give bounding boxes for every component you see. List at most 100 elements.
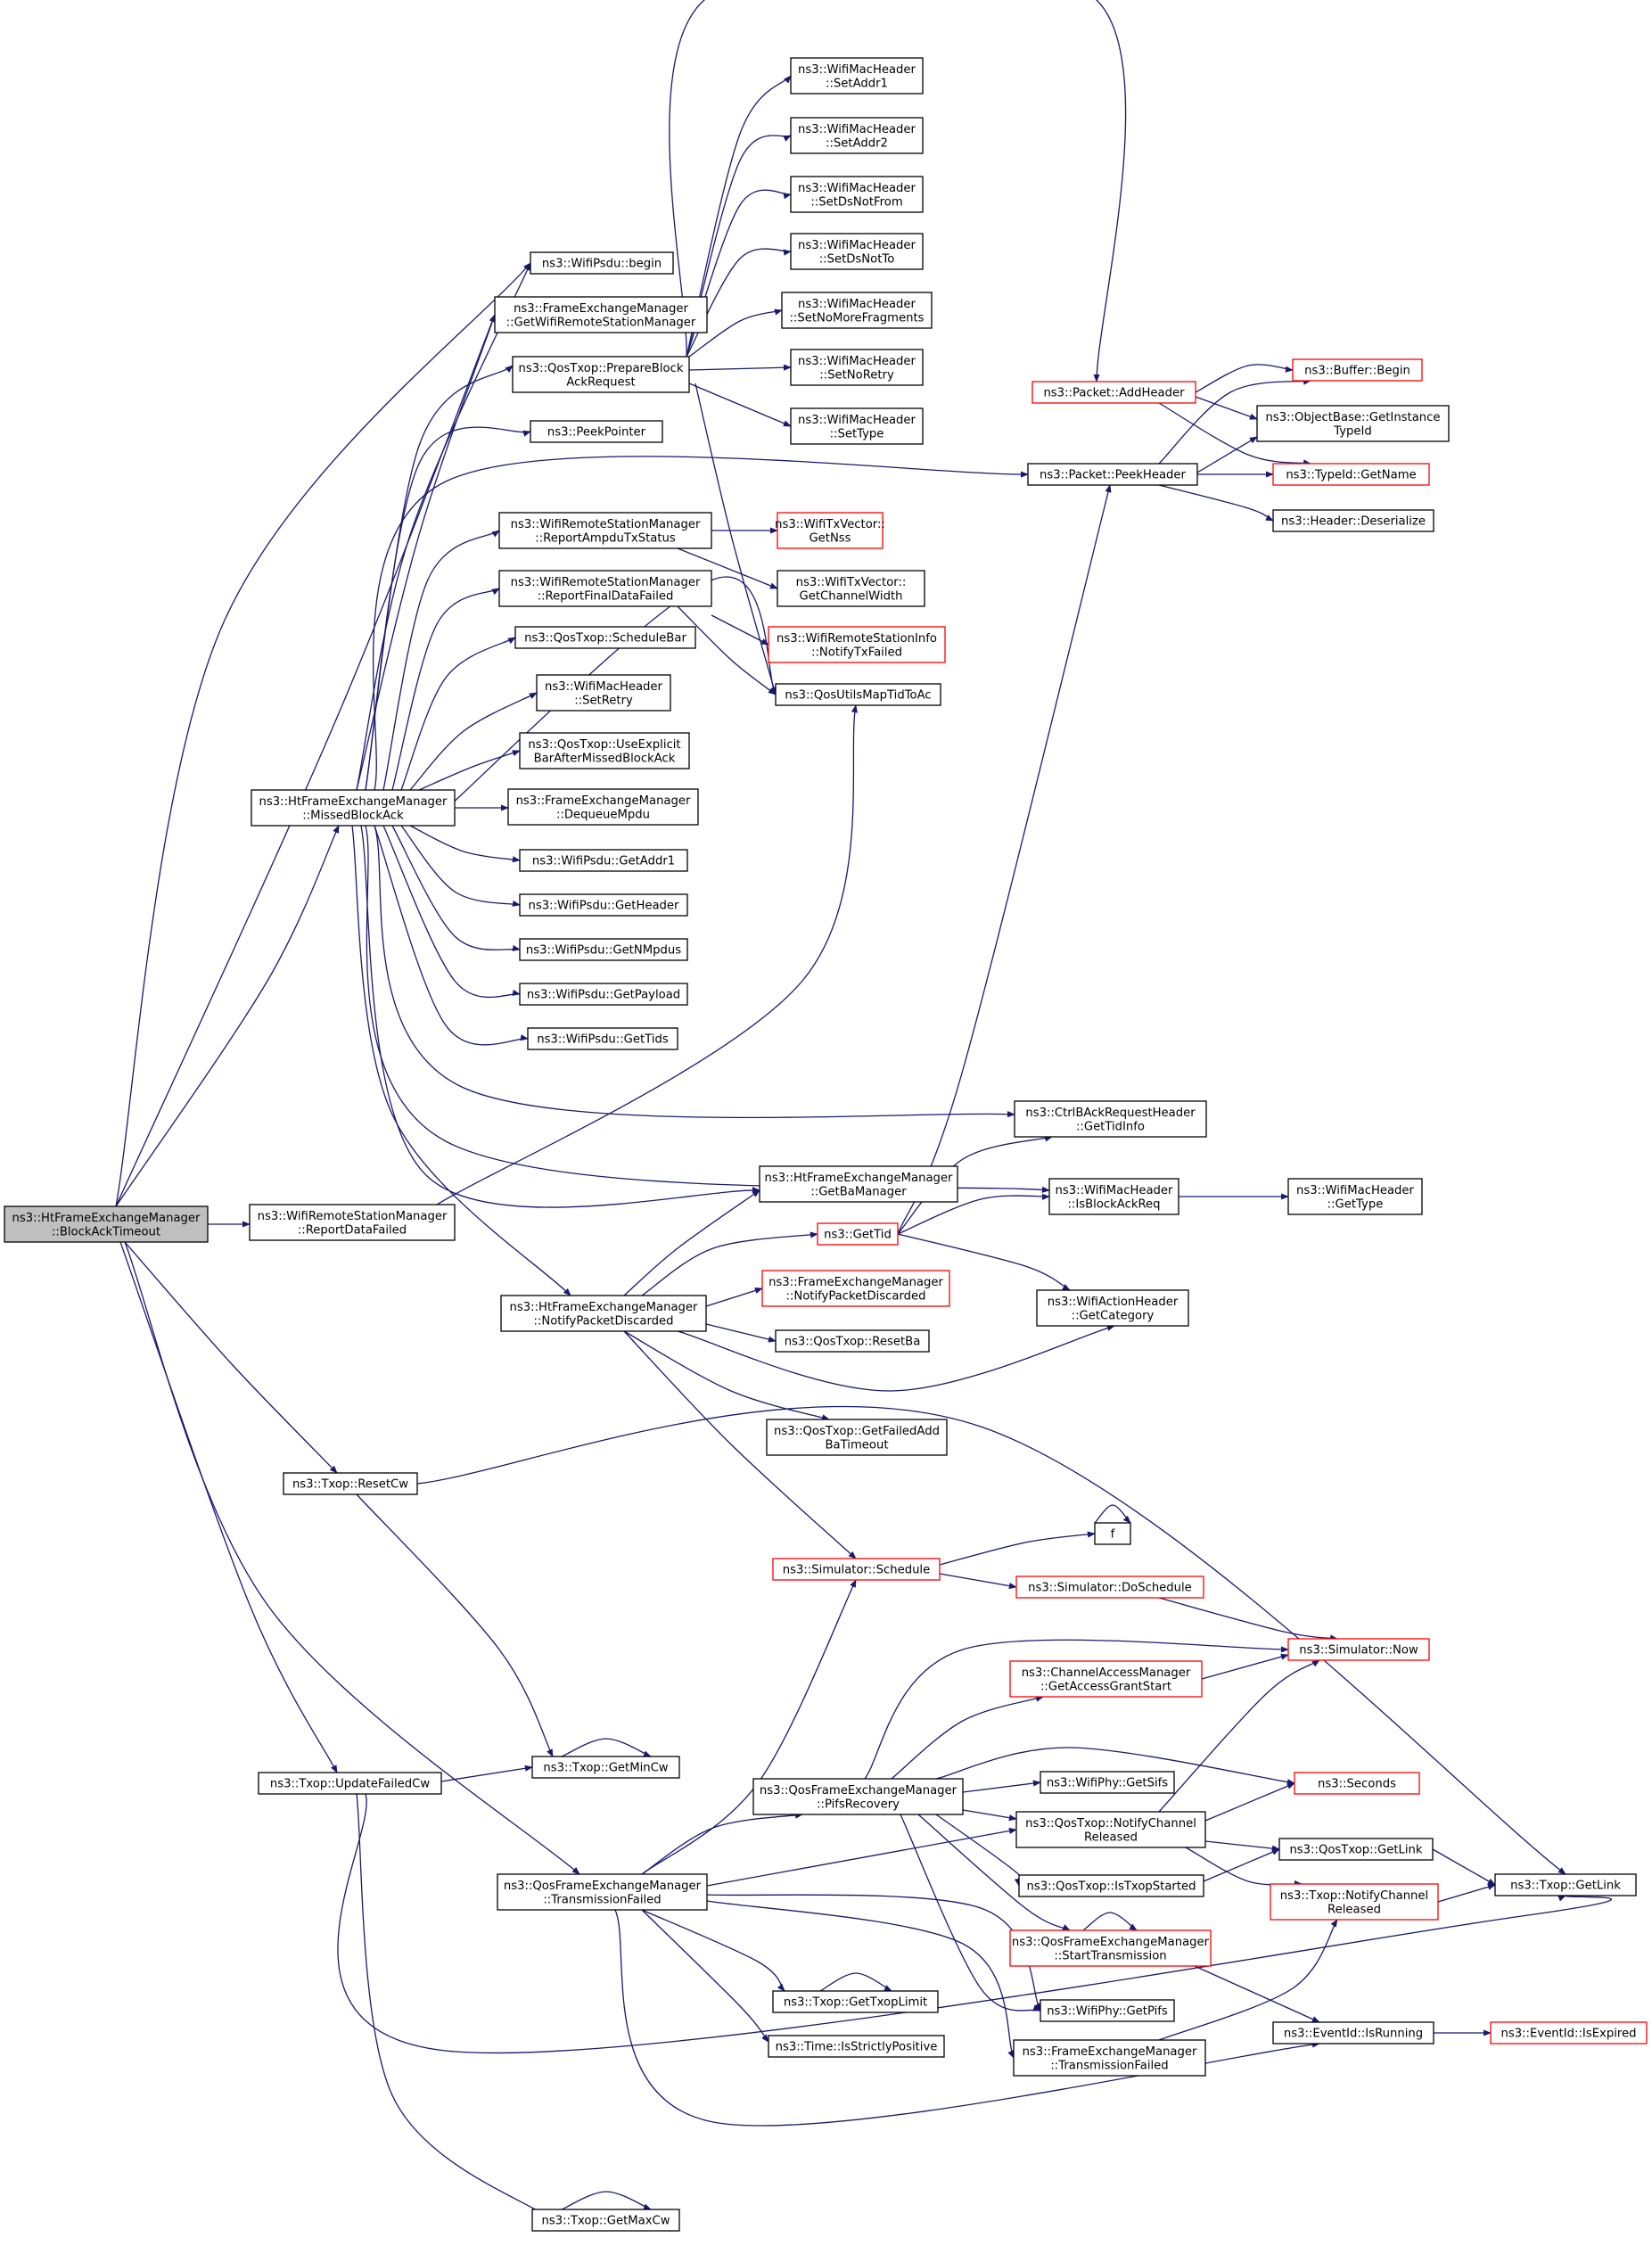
node-cam[interactable]: ns3::ChannelAccessManager::GetAccessGran… bbox=[1009, 1660, 1203, 1698]
edge-npd-to-fempd bbox=[705, 1288, 763, 1307]
node-isbar[interactable]: ns3::WifiMacHeader::IsBlockAckReq bbox=[1048, 1178, 1179, 1215]
node-label: GetChannelWidth bbox=[800, 589, 903, 603]
node-box bbox=[772, 1558, 941, 1581]
edge-npd-to-wahgc bbox=[677, 1324, 1115, 1392]
node-box bbox=[1048, 1178, 1179, 1215]
edge-pifsrec-to-istxop bbox=[935, 1814, 1024, 1887]
node-typeid[interactable]: ns3::TypeId::GetName bbox=[1272, 463, 1430, 486]
node-qtxfailed[interactable]: ns3::QosFrameExchangeManager::Transmissi… bbox=[497, 1873, 708, 1911]
node-fempd[interactable]: ns3::FrameExchangeManager::NotifyPacketD… bbox=[761, 1270, 950, 1307]
edge-getmincw-to-getmincw bbox=[561, 1738, 652, 1757]
node-f[interactable]: f bbox=[1094, 1522, 1131, 1545]
node-fetxfailed[interactable]: ns3::FrameExchangeManager::TransmissionF… bbox=[1013, 2039, 1206, 2077]
node-getmincw[interactable]: ns3::Txop::GetMinCw bbox=[531, 1756, 680, 1779]
node-seconds[interactable]: ns3::Seconds bbox=[1294, 1772, 1420, 1795]
node-label: ::GetType bbox=[1327, 1197, 1384, 1211]
node-label: ::SetNoRetry bbox=[819, 368, 894, 382]
node-wahgc[interactable]: ns3::WifiActionHeader::GetCategory bbox=[1036, 1289, 1189, 1327]
node-bufbegin[interactable]: ns3::Buffer::Begin bbox=[1292, 358, 1423, 382]
node-label: ns3::WifiTxVector:: bbox=[775, 518, 885, 531]
node-setdsnotfrom[interactable]: ns3::WifiMacHeader::SetDsNotFrom bbox=[790, 176, 924, 213]
node-txgetlink[interactable]: ns3::Txop::GetLink bbox=[1494, 1873, 1637, 1896]
node-setaddr1[interactable]: ns3::WifiMacHeader::SetAddr1 bbox=[790, 57, 924, 95]
node-label: ::DequeueMpdu bbox=[556, 808, 650, 821]
node-starttx[interactable]: ns3::QosFrameExchangeManager::StartTrans… bbox=[1009, 1929, 1212, 1967]
node-qtxgetlink[interactable]: ns3::QosTxop::GetLink bbox=[1278, 1838, 1434, 1861]
edge-rampdu-to-getcw bbox=[677, 547, 778, 589]
node-dequeue[interactable]: ns3::FrameExchangeManager::DequeueMpdu bbox=[507, 788, 699, 826]
node-begin[interactable]: ns3::WifiPsdu::begin bbox=[530, 251, 674, 275]
node-gettids[interactable]: ns3::WifiPsdu::GetTids bbox=[527, 1027, 678, 1050]
node-peekptr[interactable]: ns3::PeekPointer bbox=[530, 420, 663, 443]
edge-gettxoplim-to-gettxoplim bbox=[819, 1972, 892, 1992]
node-gettid[interactable]: ns3::GetTid bbox=[817, 1222, 899, 1246]
node-getpifs[interactable]: ns3::WifiPhy::GetPifs bbox=[1040, 1999, 1175, 2022]
node-ctrlbar[interactable]: ns3::CtrlBAckRequestHeader::GetTidInfo bbox=[1014, 1100, 1207, 1138]
node-getmaxcw[interactable]: ns3::Txop::GetMaxCw bbox=[531, 2209, 680, 2232]
node-addheader[interactable]: ns3::Packet::AddHeader bbox=[1031, 381, 1196, 404]
node-npd[interactable]: ns3::HtFrameExchangeManager::NotifyPacke… bbox=[500, 1295, 707, 1332]
edge-pifsrec-to-qtxnotrel bbox=[962, 1809, 1017, 1822]
edge-qtxfailed-to-getpifs bbox=[706, 1894, 1041, 2012]
node-box bbox=[1278, 1838, 1434, 1861]
node-label: ns3::WifiPsdu::GetTids bbox=[537, 1033, 669, 1047]
node-getpayload[interactable]: ns3::WifiPsdu::GetPayload bbox=[519, 983, 688, 1006]
node-useexpl[interactable]: ns3::QosTxop::UseExplicitBarAfterMissedB… bbox=[519, 732, 690, 769]
node-label: ns3::WifiMacHeader bbox=[798, 239, 916, 252]
node-rfdf[interactable]: ns3::WifiRemoteStationManager::ReportFin… bbox=[498, 570, 712, 607]
node-getnmpdus[interactable]: ns3::WifiPsdu::GetNMpdus bbox=[519, 938, 688, 961]
node-peekheader[interactable]: ns3::Packet::PeekHeader bbox=[1027, 463, 1198, 486]
node-box bbox=[1094, 1522, 1131, 1545]
node-setnoretry[interactable]: ns3::WifiMacHeader::SetNoRetry bbox=[790, 349, 924, 386]
node-missed[interactable]: ns3::HtFrameExchangeManager::MissedBlock… bbox=[251, 789, 456, 827]
node-getwrsm[interactable]: ns3::FrameExchangeManager::GetWifiRemote… bbox=[494, 296, 708, 333]
node-isstrict[interactable]: ns3::Time::IsStrictlyPositive bbox=[768, 2035, 945, 2058]
node-gettxoplim[interactable]: ns3::Txop::GetTxopLimit bbox=[772, 1990, 939, 2013]
node-box bbox=[1287, 1178, 1423, 1215]
node-schedbar[interactable]: ns3::QosTxop::ScheduleBar bbox=[514, 626, 696, 649]
node-isrunning[interactable]: ns3::EventId::IsRunning bbox=[1272, 2021, 1434, 2044]
node-istxop[interactable]: ns3::QosTxop::IsTxopStarted bbox=[1018, 1874, 1204, 1897]
edge-missed-to-getheader bbox=[400, 825, 521, 907]
node-gettype[interactable]: ns3::WifiMacHeader::GetType bbox=[1287, 1178, 1423, 1215]
node-resetcw[interactable]: ns3::Txop::ResetCw bbox=[283, 1472, 418, 1495]
node-getsifs[interactable]: ns3::WifiPhy::GetSifs bbox=[1040, 1771, 1175, 1794]
node-dosched[interactable]: ns3::Simulator::DoSchedule bbox=[1015, 1575, 1204, 1599]
node-label: ns3::Txop::GetTxopLimit bbox=[784, 1996, 927, 2010]
edge-qtxfailed-to-gettxoplim bbox=[641, 1909, 785, 1992]
node-qosutils[interactable]: ns3::QosUtilsMapTidToAc bbox=[775, 683, 941, 706]
node-rdf[interactable]: ns3::WifiRemoteStationManager::ReportDat… bbox=[249, 1204, 456, 1241]
node-label: TypeId bbox=[1333, 424, 1372, 438]
node-settype[interactable]: ns3::WifiMacHeader::SetType bbox=[790, 407, 924, 445]
node-box bbox=[1490, 2021, 1648, 2044]
node-getbaman[interactable]: ns3::HtFrameExchangeManager::GetBaManage… bbox=[759, 1165, 958, 1203]
node-resetba[interactable]: ns3::QosTxop::ResetBa bbox=[775, 1329, 930, 1353]
node-root[interactable]: ns3::HtFrameExchangeManager::BlockAckTim… bbox=[4, 1205, 209, 1243]
node-getheader[interactable]: ns3::WifiPsdu::GetHeader bbox=[519, 893, 688, 917]
node-box bbox=[519, 893, 688, 917]
node-schedule[interactable]: ns3::Simulator::Schedule bbox=[772, 1558, 941, 1581]
node-box bbox=[512, 356, 690, 393]
node-rampdu[interactable]: ns3::WifiRemoteStationManager::ReportAmp… bbox=[498, 512, 712, 549]
node-setdsnotto[interactable]: ns3::WifiMacHeader::SetDsNotTo bbox=[790, 233, 924, 270]
node-notifytxf[interactable]: ns3::WifiRemoteStationInfo::NotifyTxFail… bbox=[768, 626, 946, 663]
node-box bbox=[766, 1419, 948, 1456]
node-getcw[interactable]: ns3::WifiTxVector::GetChannelWidth bbox=[777, 570, 925, 607]
node-isexpired[interactable]: ns3::EventId::IsExpired bbox=[1490, 2021, 1648, 2044]
node-pifsrec[interactable]: ns3::QosFrameExchangeManager::PifsRecove… bbox=[752, 1778, 964, 1815]
node-simnow[interactable]: ns3::Simulator::Now bbox=[1287, 1638, 1430, 1661]
node-setnomore[interactable]: ns3::WifiMacHeader::SetNoMoreFragments bbox=[781, 292, 933, 329]
node-setretry[interactable]: ns3::WifiMacHeader::SetRetry bbox=[536, 674, 671, 712]
node-getnss[interactable]: ns3::WifiTxVector::GetNss bbox=[775, 512, 885, 549]
node-deser[interactable]: ns3::Header::Deserialize bbox=[1272, 509, 1434, 532]
edge-qtxfailed-to-isstrict bbox=[641, 1909, 769, 2043]
node-setaddr2[interactable]: ns3::WifiMacHeader::SetAddr2 bbox=[790, 117, 924, 154]
node-box bbox=[1014, 1100, 1207, 1138]
node-updfcw[interactable]: ns3::Txop::UpdateFailedCw bbox=[258, 1772, 442, 1795]
node-getaddr1[interactable]: ns3::WifiPsdu::GetAddr1 bbox=[519, 849, 688, 872]
